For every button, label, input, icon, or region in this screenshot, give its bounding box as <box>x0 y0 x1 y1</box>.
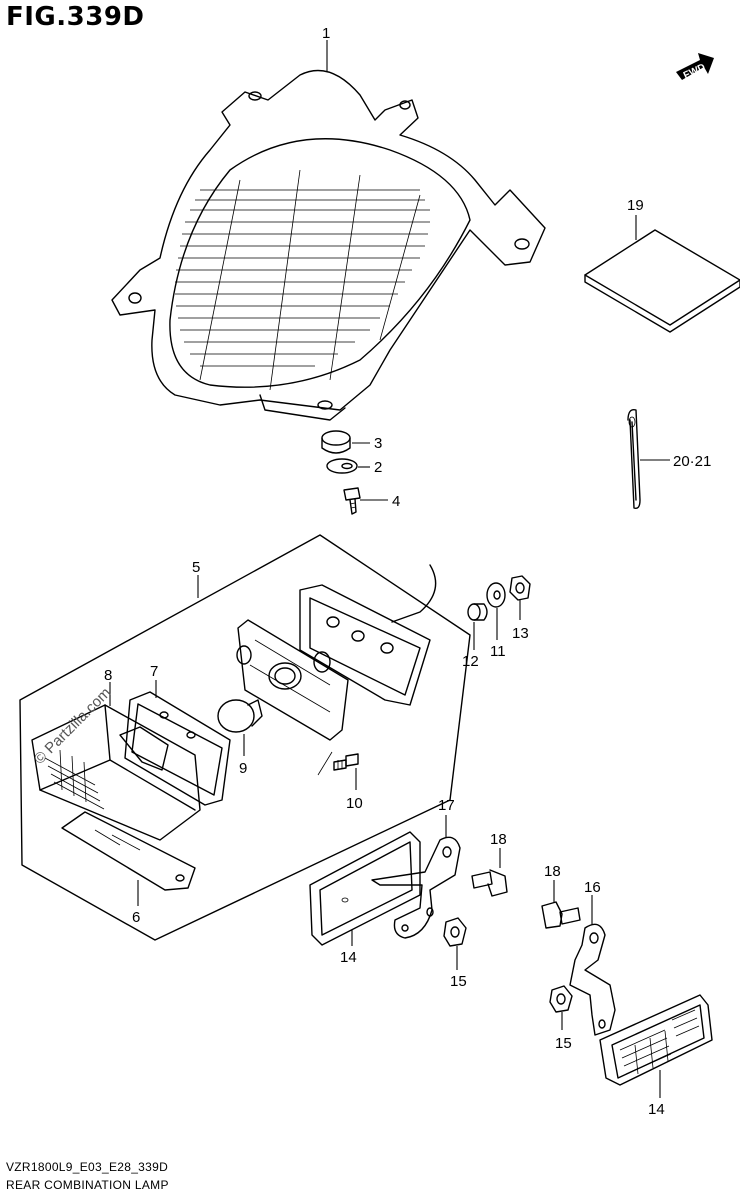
callout-13: 13 <box>512 625 529 642</box>
bulb-9 <box>217 699 263 733</box>
callout-17: 17 <box>438 797 455 814</box>
watermark: © Partzilla.com <box>31 684 114 767</box>
callout-15b: 15 <box>555 1035 572 1052</box>
callout-15a: 15 <box>450 973 467 990</box>
callout-7: 7 <box>150 663 158 680</box>
lamp-base-gasket <box>299 564 437 706</box>
callout-8: 8 <box>104 667 112 684</box>
figure-title: FIG.339D <box>6 2 145 32</box>
reflector-14-left <box>309 831 421 946</box>
callout-4: 4 <box>392 493 400 510</box>
fwd-label: FWD <box>682 62 707 82</box>
assembly-frame-5 <box>19 534 471 941</box>
lamp-housing-1 <box>111 69 546 421</box>
reflector-14-right <box>599 994 713 1086</box>
footer-figure-name: REAR COMBINATION LAMP <box>6 1178 169 1192</box>
pad-19 <box>584 229 740 333</box>
grommet-3 <box>321 430 351 454</box>
callout-9: 9 <box>239 760 247 777</box>
nut-15-upper <box>443 917 467 947</box>
callout-20-21: 20·21 <box>673 453 711 470</box>
clamp-band-20-21 <box>627 409 641 510</box>
callout-16: 16 <box>584 879 601 896</box>
callout-11: 11 <box>490 643 506 660</box>
screw-4 <box>343 487 361 515</box>
callout-14a: 14 <box>340 949 357 966</box>
socket-plate <box>236 619 349 741</box>
washer-2 <box>326 458 358 474</box>
washer-11 <box>486 582 506 608</box>
screw-10 <box>317 751 359 776</box>
callout-6: 6 <box>132 909 140 926</box>
collar-12 <box>467 603 488 621</box>
lens-8 <box>31 704 201 841</box>
nut-13 <box>509 575 531 601</box>
callout-18a: 18 <box>490 831 507 848</box>
fwd-arrow-icon: FWD <box>676 53 714 82</box>
callout-5: 5 <box>192 559 200 576</box>
gasket-7 <box>124 691 231 806</box>
lens-plate-6 <box>61 811 196 891</box>
callout-19: 19 <box>627 197 644 214</box>
callout-12: 12 <box>462 653 479 670</box>
callout-14b: 14 <box>648 1101 665 1118</box>
bracket-16 <box>569 923 616 1036</box>
bolt-18-lower <box>541 901 581 929</box>
callout-2: 2 <box>374 459 382 476</box>
callout-18b: 18 <box>544 863 561 880</box>
footer-figure-code: VZR1800L9_E03_E28_339D <box>6 1160 169 1174</box>
bolt-18-upper <box>471 869 508 897</box>
bracket-17 <box>371 836 461 939</box>
nut-15-lower <box>549 985 573 1013</box>
callout-3: 3 <box>374 435 382 452</box>
callout-1: 1 <box>322 25 330 42</box>
callout-10: 10 <box>346 795 363 812</box>
